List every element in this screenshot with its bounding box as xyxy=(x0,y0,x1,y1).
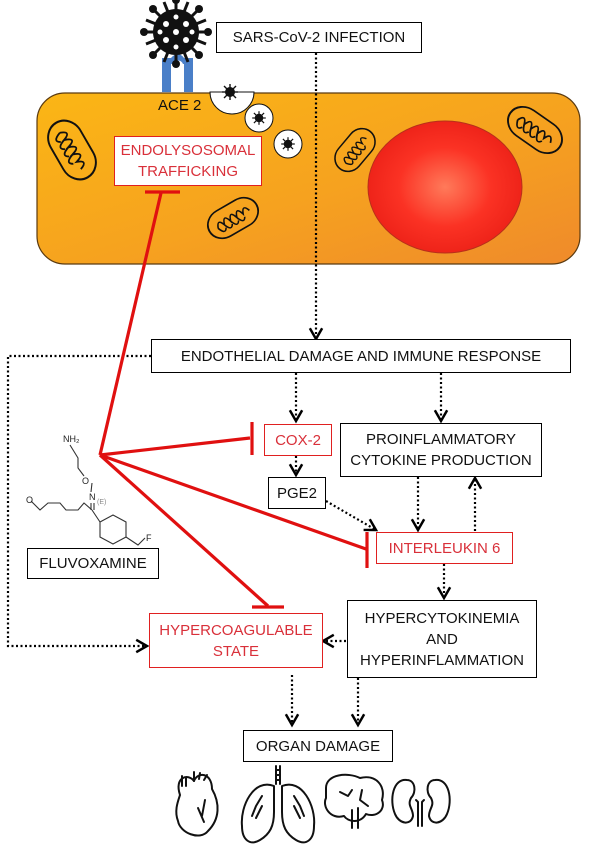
node-interleukin-6: INTERLEUKIN 6 xyxy=(376,532,513,564)
inhibit-endolysosomal xyxy=(98,192,163,456)
node-fluvoxamine: FLUVOXAMINE xyxy=(27,548,159,579)
svg-text:NH₂: NH₂ xyxy=(63,434,80,444)
arrow-endothelial-to-hypercoag xyxy=(6,354,151,654)
virus-icon xyxy=(251,110,267,126)
inhibit-hypercoag xyxy=(98,453,270,608)
node-proinflammatory-cytokine: PROINFLAMMATORY CYTOKINE PRODUCTION xyxy=(340,423,542,477)
heart-icon xyxy=(175,771,219,837)
virus-icon xyxy=(280,136,296,152)
kidneys-icon xyxy=(391,778,451,827)
node-cox2: COX-2 xyxy=(264,424,332,456)
svg-text:O: O xyxy=(82,476,89,486)
inhibit-cox2 xyxy=(99,436,251,457)
fluvoxamine-structure-text: NH₂ O N (E) O F F F xyxy=(26,434,152,565)
nucleus-icon xyxy=(367,120,523,254)
node-hypercytokinemia: HYPERCYTOKINEMIA AND HYPERINFLAMMATION xyxy=(347,600,537,678)
virus-icon xyxy=(221,83,239,101)
fluvoxamine-structure xyxy=(30,444,146,546)
node-organ-damage: ORGAN DAMAGE xyxy=(243,730,393,762)
arrow-pge2-to-il6 xyxy=(325,500,379,532)
svg-text:(E): (E) xyxy=(97,499,106,506)
node-pge2: PGE2 xyxy=(268,477,326,509)
endosome-icon xyxy=(209,91,255,115)
virus-icon xyxy=(140,0,212,68)
inhibit-il6 xyxy=(99,453,367,551)
node-endolysosomal-trafficking: ENDOLYSOSOMAL TRAFFICKING xyxy=(114,136,262,186)
node-sars-cov-2-infection: SARS-CoV-2 INFECTION xyxy=(216,22,422,53)
node-hypercoagulable-state: HYPERCOAGULABLE STATE xyxy=(149,613,323,668)
node-endothelial-damage: ENDOTHELIAL DAMAGE AND IMMUNE RESPONSE xyxy=(151,339,571,373)
svg-text:O: O xyxy=(26,495,33,505)
svg-text:F: F xyxy=(146,533,152,543)
svg-text:N: N xyxy=(89,492,96,502)
ace2-label: ACE 2 xyxy=(158,97,201,114)
lungs-icon xyxy=(240,765,316,844)
brain-icon xyxy=(324,773,384,829)
